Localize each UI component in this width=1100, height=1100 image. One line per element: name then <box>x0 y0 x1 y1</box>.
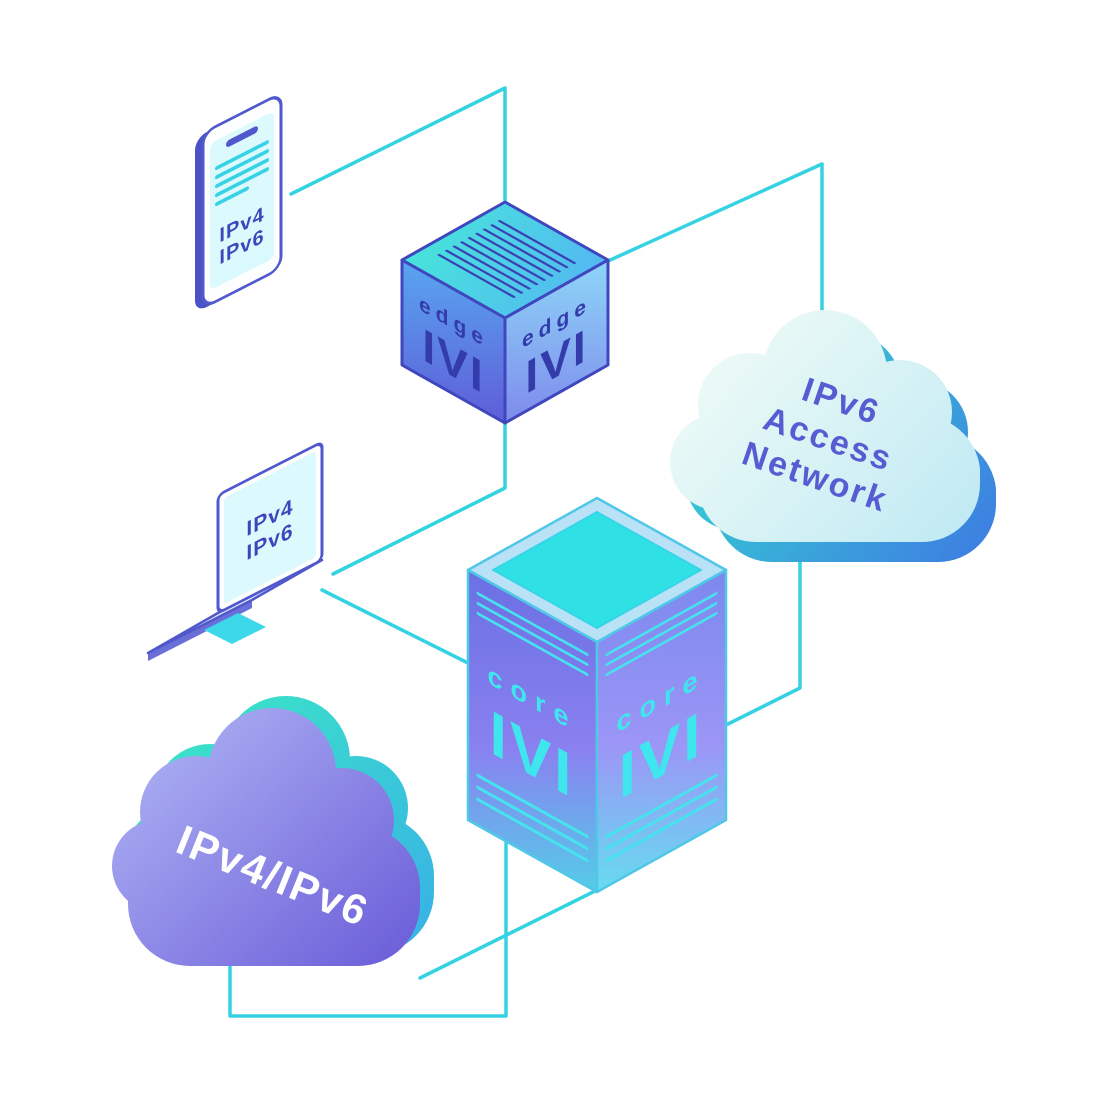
edge-router-right-face <box>503 258 610 425</box>
phone-notch <box>226 126 258 147</box>
ipv6-access-network-cloud: IPv6 Access Network <box>670 310 996 562</box>
laptop-base-thickness <box>148 600 252 661</box>
laptop: IPv4 IPv6 <box>146 442 324 661</box>
link-edge-router-to-laptop <box>331 420 507 576</box>
phone-screen-content-lines <box>215 140 269 207</box>
link-phone-to-edge-router <box>289 86 507 206</box>
smartphone: IPv4 IPv6 <box>195 96 283 309</box>
edge-router-vents <box>437 220 576 298</box>
connection-lines <box>228 86 824 1018</box>
link-laptop-to-core-router <box>320 588 470 665</box>
edge-router-cube: edge IVI edge IVI <box>400 200 610 425</box>
core-router-top-face <box>491 510 703 630</box>
ipv4-ipv6-cloud: IPv4/IPv6 <box>112 696 434 966</box>
core-router: core IVI core IVI <box>466 496 728 894</box>
laptop-screen <box>224 452 316 603</box>
link-edge-router-to-access-cloud <box>606 162 824 338</box>
link-dual-stack-cloud-to-core-router <box>228 841 508 1018</box>
laptop-touchpad <box>204 613 266 644</box>
link-core-router-to-dual-stack-cloud <box>418 888 599 980</box>
link-access-cloud-to-core-router <box>724 558 802 727</box>
